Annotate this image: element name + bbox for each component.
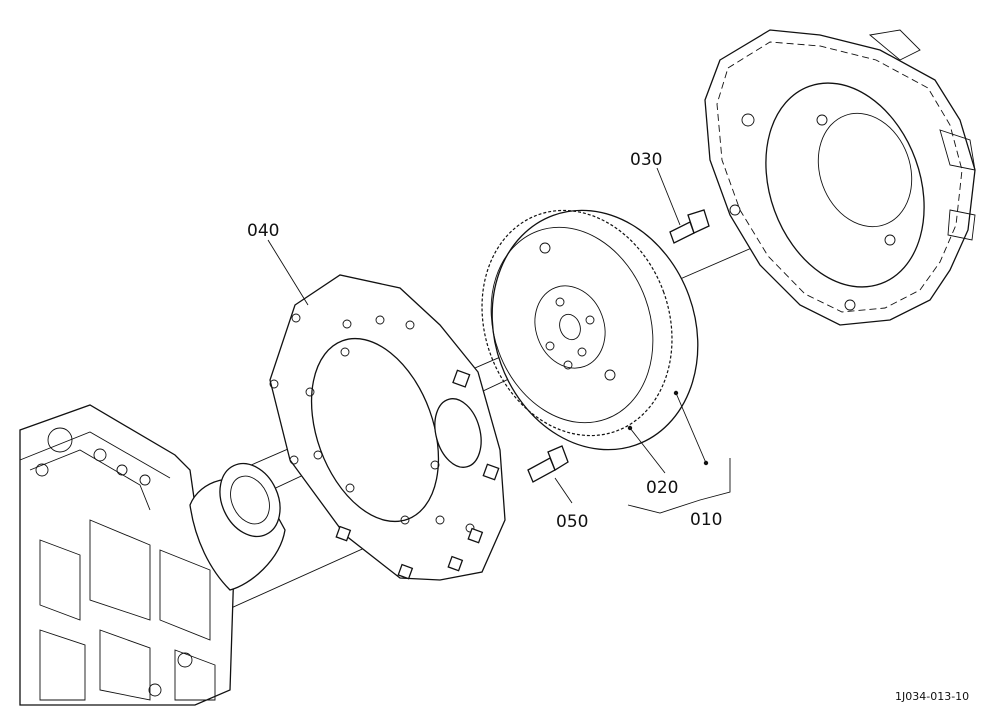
leader-lines <box>267 167 731 514</box>
callout-030: 030 <box>630 150 662 170</box>
callout-040: 040 <box>247 221 279 241</box>
callout-010: 010 <box>690 510 722 530</box>
callout-050: 050 <box>556 512 588 532</box>
engine-block <box>19 404 236 706</box>
bolt-030 <box>669 209 710 244</box>
figure-id: 1J034-013-10 <box>895 690 969 703</box>
flywheel-housing <box>704 29 976 326</box>
bolt-050 <box>527 445 569 483</box>
callout-020: 020 <box>646 478 678 498</box>
adapter-plate <box>269 274 506 581</box>
crankshaft-end <box>189 462 286 591</box>
flywheel <box>481 209 709 466</box>
